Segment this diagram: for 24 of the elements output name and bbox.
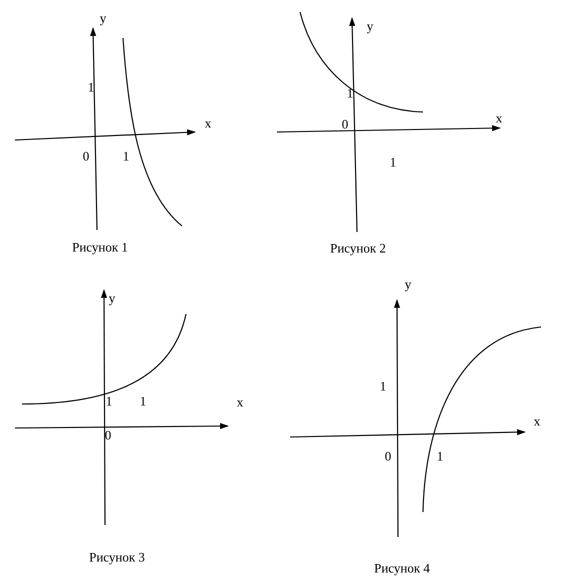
tick-label: 0 xyxy=(104,428,112,442)
tick-label: 1 xyxy=(106,394,112,408)
figure-caption: Рисунок 4 xyxy=(374,562,430,574)
tick-label: 1 xyxy=(122,150,130,162)
axis-label: x xyxy=(534,414,540,428)
axis-label: y xyxy=(100,12,106,24)
axis-label: y xyxy=(108,292,116,304)
axis-label: y xyxy=(404,278,412,290)
axis-label: x xyxy=(496,112,502,124)
tick-label: 1 xyxy=(380,380,386,392)
figure-caption: Рисунок 2 xyxy=(330,242,386,254)
tick-label: 1 xyxy=(436,450,444,462)
tick-label: 1 xyxy=(88,80,94,94)
figure-caption: Рисунок 1 xyxy=(72,240,128,254)
tick-label: 1 xyxy=(390,156,396,168)
tick-label: 0 xyxy=(342,118,348,130)
figure-caption: Рисунок 3 xyxy=(89,550,145,564)
tick-label: 1 xyxy=(140,394,146,408)
axis-label: x xyxy=(204,116,212,130)
tick-label: 0 xyxy=(384,450,392,462)
tick-label: 1 xyxy=(346,86,354,100)
axis-label: y xyxy=(366,20,374,32)
tick-label: 0 xyxy=(82,150,90,162)
axis-label: x xyxy=(236,396,244,408)
